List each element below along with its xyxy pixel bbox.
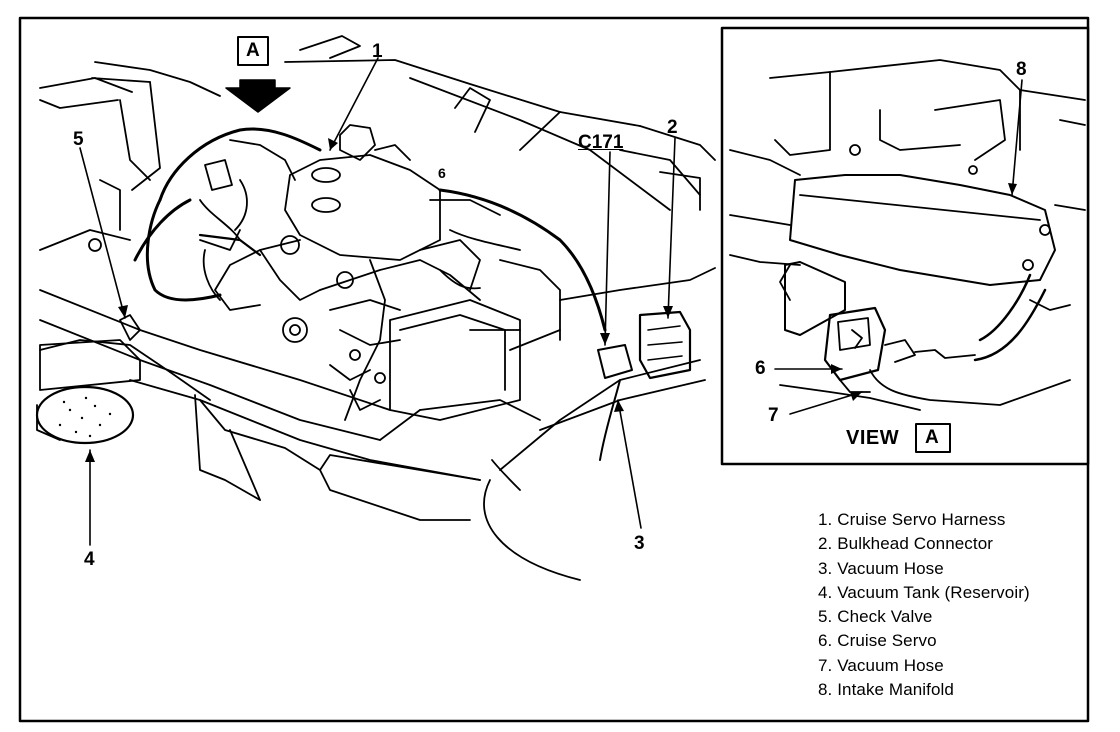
legend-item: 7. Vacuum Hose [818, 655, 944, 675]
view-a-arrow-icon [225, 79, 291, 113]
legend-item: 4. Vacuum Tank (Reservoir) [818, 582, 1030, 602]
callout-1: 1 [372, 41, 383, 62]
tank-stipple [58, 396, 112, 438]
leader-lines [79, 57, 676, 546]
callout-7: 7 [768, 405, 779, 426]
legend: 1. Cruise Servo Harness 2. Bulkhead Conn… [818, 508, 1078, 702]
view-title-box-label: A [925, 427, 939, 448]
callout-6-view: 6 [755, 358, 766, 379]
callout-4: 4 [84, 549, 95, 570]
view-a-arrowheads [831, 183, 1017, 401]
connector-c171-label: C171 [578, 132, 624, 153]
view-a-inset-frame [720, 26, 1090, 466]
callout-2: 2 [667, 117, 678, 138]
view-a-marker-label: A [246, 40, 260, 61]
legend-item: 3. Vacuum Hose [818, 558, 944, 578]
view-a-leader-lines [774, 79, 1023, 415]
legend-item: 2. Bulkhead Connector [818, 534, 994, 554]
leader-arrowheads [85, 138, 673, 462]
view-title: VIEW [846, 427, 900, 449]
view-a-marker-box [237, 36, 269, 66]
engine-bay-drawing [35, 35, 716, 581]
legend-item: 8. Intake Manifold [818, 680, 954, 700]
callout-6-main: 6 [438, 165, 446, 181]
callout-3: 3 [634, 533, 645, 554]
view-a-title-box [915, 423, 951, 453]
view-a-drawing [729, 59, 1086, 411]
callout-5: 5 [73, 129, 84, 150]
legend-item: 6. Cruise Servo [818, 631, 937, 651]
callout-8: 8 [1016, 59, 1027, 80]
legend-item: 5. Check Valve [818, 607, 933, 627]
legend-item: 1. Cruise Servo Harness [818, 510, 1006, 529]
